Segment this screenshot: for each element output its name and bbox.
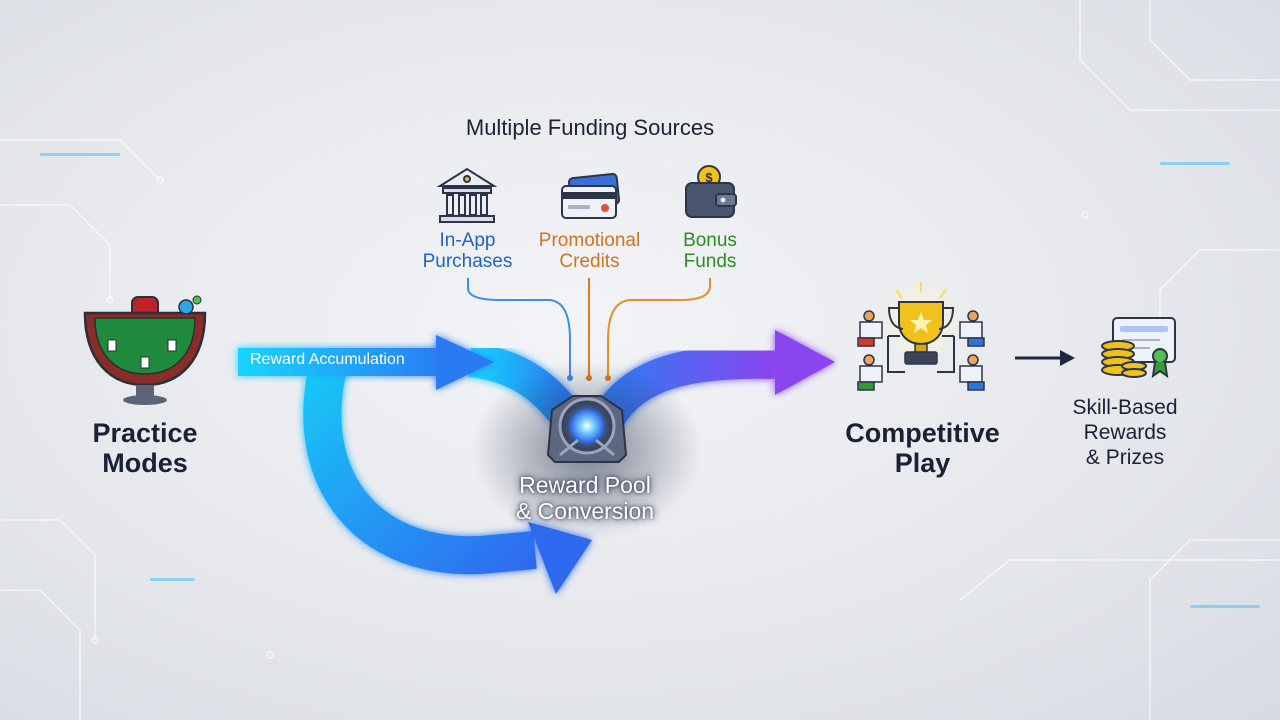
rewards-line1: Skill-Based: [1072, 396, 1178, 419]
rewards-line2: Rewards: [1083, 421, 1167, 444]
light-streaks: [40, 153, 1260, 608]
reward-accumulation-label: Reward Accumulation: [250, 351, 405, 368]
bank-icon: [436, 167, 498, 223]
practice-line1: Practice: [92, 418, 198, 448]
competitive-play-label: Competitive Play: [820, 418, 1025, 478]
source-label-line1: Promotional: [538, 230, 641, 251]
pool-line2: & Conversion: [515, 498, 655, 524]
vault-core-icon: [472, 360, 702, 540]
source-label-line1: Bonus: [683, 230, 737, 251]
source-label-line2: Purchases: [422, 251, 513, 272]
skill-based-rewards-label: Skill-Based Rewards & Prizes: [1050, 395, 1200, 470]
pool-line1: Reward Pool: [519, 472, 651, 498]
svg-text:$: $: [705, 170, 713, 185]
source-label-line1: In-App: [439, 230, 496, 251]
accumulation-arrowhead: [436, 335, 494, 390]
source-bonus-funds: Bonus Funds: [660, 230, 760, 272]
output-arrowhead: [775, 330, 835, 395]
coins-certificate-icon: [1101, 317, 1176, 379]
source-label-line2: Credits: [559, 251, 620, 272]
credit-card-icon: [561, 172, 621, 219]
rewards-line3: & Prizes: [1085, 446, 1165, 469]
accumulation-loop-arrow: [303, 355, 537, 575]
trophy-tournament-icon: [857, 278, 985, 391]
source-label-line2: Funds: [683, 251, 737, 272]
source-in-app-purchases: In-App Purchases: [405, 230, 530, 272]
funding-sources-title: Multiple Funding Sources: [465, 115, 715, 140]
card-table-icon: [83, 295, 207, 405]
accumulation-banner: [238, 348, 450, 376]
source-promotional-credits: Promotional Credits: [522, 230, 657, 272]
competitive-line2: Play: [894, 448, 951, 478]
loop-arrowhead: [528, 522, 592, 594]
competitive-line1: Competitive: [845, 418, 1000, 448]
practice-line2: Modes: [102, 448, 188, 478]
practice-modes-label: Practice Modes: [60, 418, 230, 478]
arrow-to-rewards: [1015, 350, 1075, 366]
wallet-icon: $: [685, 165, 737, 218]
reward-pool-label: Reward Pool & Conversion: [470, 472, 700, 524]
